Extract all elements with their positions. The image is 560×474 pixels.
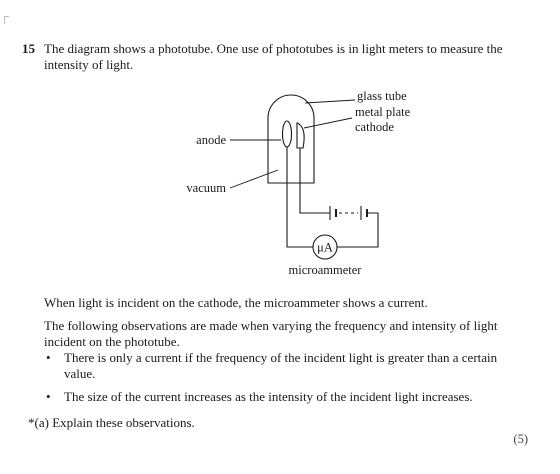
glass-tube-outline (267, 94, 315, 184)
microammeter-label: microammeter (289, 263, 363, 277)
question-number: 15 (22, 41, 35, 56)
anode-label: anode (196, 133, 226, 147)
cathode-wire (299, 183, 330, 214)
return-wire (337, 212, 379, 248)
cathode-leader (303, 117, 353, 129)
microammeter-circle (312, 234, 338, 260)
anode-wire (286, 183, 313, 248)
observation-intro: When light is incident on the cathode, t… (44, 295, 428, 310)
microammeter-symbol: μA (317, 241, 333, 255)
part-a-text: Explain these observations. (52, 415, 195, 430)
part-a-label: *(a) (28, 415, 49, 430)
observation-intensity-text: The size of the current increases as the… (64, 389, 473, 404)
bullet-marker: • (46, 389, 51, 404)
cathode-plate (296, 122, 305, 149)
part-a-prompt: *(a) Explain these observations. (28, 415, 195, 431)
metal-plate-label: metal plate (355, 105, 411, 119)
glass-tube-label: glass tube (357, 89, 407, 103)
cathode-label: cathode (355, 120, 394, 134)
vacuum-label: vacuum (186, 181, 226, 195)
glass-tube-leader (304, 99, 356, 104)
observation-setup: The following observations are made when… (44, 318, 498, 349)
list-item: • The size of the current increases as t… (44, 389, 514, 405)
anode-loop (281, 120, 293, 148)
vacuum-leader (229, 169, 279, 189)
phototube-diagram: μA glass tube metal plate cathode anode … (186, 89, 411, 277)
page-corner-mark (4, 16, 9, 24)
marks-allocation: (5) (513, 432, 528, 446)
question-stem: The diagram shows a phototube. One use o… (44, 41, 503, 72)
observation-frequency-text: There is only a current if the frequency… (64, 350, 498, 381)
bullet-marker: • (46, 350, 51, 365)
observation-list: • There is only a current if the frequen… (44, 350, 514, 412)
list-item: • There is only a current if the frequen… (44, 350, 514, 382)
